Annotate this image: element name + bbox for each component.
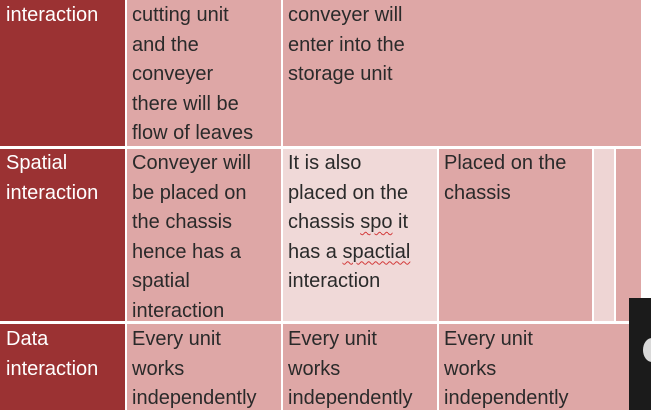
cell-text-line: has a spactial bbox=[288, 238, 438, 268]
row-label-text: interaction bbox=[6, 4, 99, 26]
cell-text: Placed on the chassis bbox=[444, 152, 567, 204]
row-divider bbox=[0, 146, 641, 149]
cell-text-fragment: chassis bbox=[288, 211, 361, 233]
table-cell: cutting unit and the conveyer there will… bbox=[126, 0, 282, 146]
cell-text: Conveyer will be placed on the chassis h… bbox=[132, 152, 251, 321]
scroll-handle-icon[interactable] bbox=[643, 338, 651, 362]
row-label-spatial-interaction: Spatial interaction bbox=[0, 149, 126, 321]
cell-text: conveyer will enter into the storage uni… bbox=[288, 4, 405, 85]
table-cell-selected: It is also placed on the chassis spo it … bbox=[282, 149, 438, 321]
window-edge bbox=[629, 298, 651, 410]
narrow-cell bbox=[615, 149, 641, 321]
row-label-text: Spatial interaction bbox=[6, 152, 99, 204]
cell-text: cutting unit and the conveyer there will… bbox=[132, 4, 254, 144]
cell-text-line: chassis spo it bbox=[288, 208, 438, 238]
narrow-cell bbox=[593, 149, 615, 321]
cell-text-line: It is also bbox=[288, 152, 362, 174]
table-cell: conveyer will enter into the storage uni… bbox=[282, 0, 641, 146]
column-divider bbox=[592, 149, 594, 321]
table-cell: Every unit works independently bbox=[126, 324, 282, 410]
cell-text-line: interaction bbox=[288, 270, 381, 292]
cell-text-line: placed on the bbox=[288, 181, 409, 204]
page-margin bbox=[641, 0, 651, 298]
cell-text: Every unit works independently bbox=[288, 328, 413, 409]
column-divider bbox=[125, 0, 127, 410]
table-cell: Every unit works independently bbox=[438, 324, 641, 410]
column-divider bbox=[281, 0, 283, 410]
row-label-data-interaction: Data interaction bbox=[0, 324, 126, 410]
cell-text-fragment: has a bbox=[288, 240, 343, 263]
misspelled-word: spactial bbox=[342, 240, 411, 263]
row-divider bbox=[0, 321, 641, 324]
cell-text-fragment: it bbox=[392, 211, 409, 233]
cell-text: Every unit works independently bbox=[444, 328, 569, 409]
table-cell: Placed on the chassis bbox=[438, 149, 593, 321]
misspelled-word: spo bbox=[360, 211, 393, 233]
table-cell: Conveyer will be placed on the chassis h… bbox=[126, 149, 282, 321]
column-divider bbox=[437, 149, 439, 410]
cell-text: Every unit works independently bbox=[132, 328, 257, 409]
table-cell: Every unit works independently bbox=[282, 324, 438, 410]
row-label-text: Data interaction bbox=[6, 328, 99, 380]
column-divider bbox=[614, 149, 616, 321]
row-label-interaction: interaction bbox=[0, 0, 126, 146]
